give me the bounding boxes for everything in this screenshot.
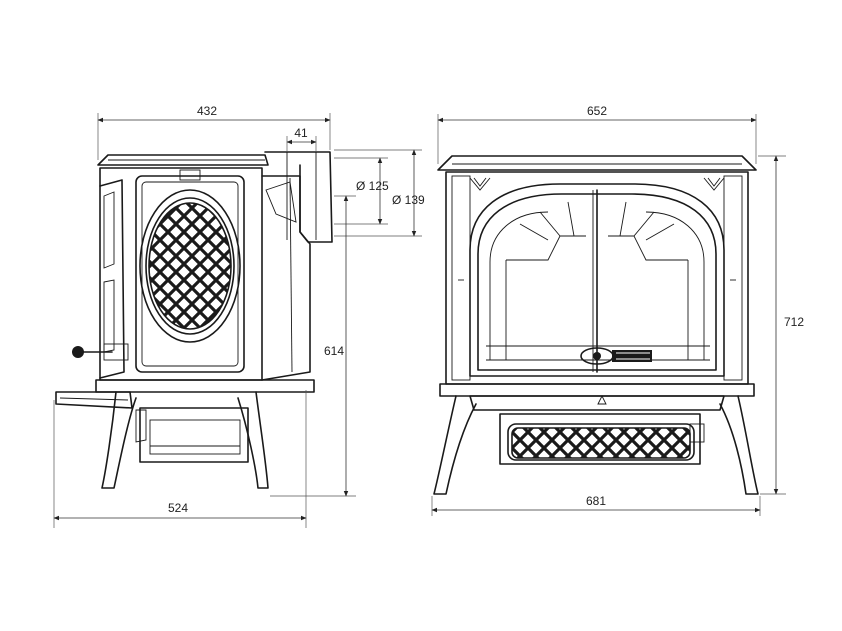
front-height-label: 712 [784, 315, 804, 329]
flue-inner-diameter-label: Ø 125 [356, 179, 389, 193]
flue-offset-label: 41 [294, 126, 308, 140]
side-view-dimensions: 432 41 Ø 125 Ø 139 614 524 [53, 104, 425, 528]
side-view [55, 151, 333, 489]
flue-outer-diameter-label: Ø 139 [392, 193, 425, 207]
side-depth-top-label: 432 [197, 104, 217, 118]
front-view-dimensions: 652 712 681 [431, 104, 804, 516]
side-depth-bottom-label: 524 [168, 501, 188, 515]
front-width-top-label: 652 [587, 104, 607, 118]
front-width-bottom-label: 681 [586, 494, 606, 508]
flue-height-label: 614 [324, 344, 344, 358]
front-view [433, 155, 759, 495]
